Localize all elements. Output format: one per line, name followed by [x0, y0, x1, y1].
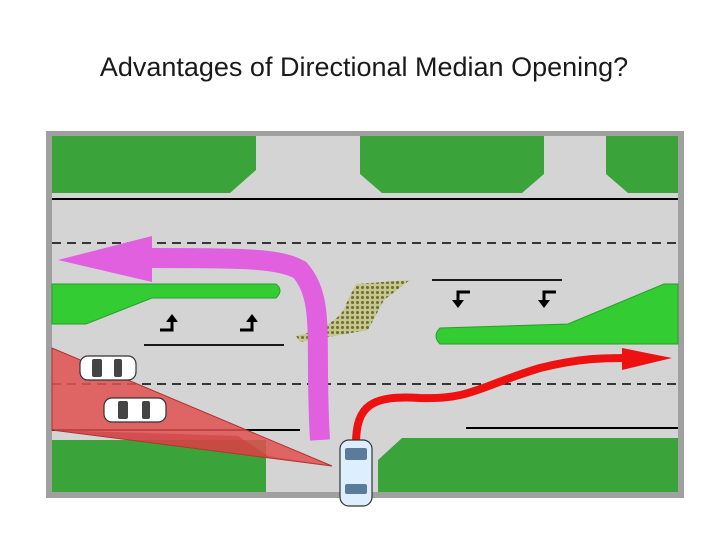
grass-top-right: [606, 136, 678, 193]
car-icon: [79, 355, 137, 381]
left-turn-path-arrowhead: [622, 348, 672, 370]
grass-top-middle: [360, 136, 544, 193]
left-turn-arrow-icon: [452, 290, 470, 308]
left-turn-arrow-icon: [160, 314, 178, 332]
grass-bottom-right: [378, 438, 678, 492]
grass-top-left: [52, 136, 256, 193]
through-path-arrowhead: [58, 236, 152, 282]
car-icon: [103, 397, 167, 423]
median-left: [51, 283, 281, 325]
through-path: [149, 248, 330, 441]
left-turn-arrow-icon: [538, 290, 556, 308]
median-right: [435, 283, 679, 345]
sight-triangle-shadow: [52, 430, 332, 466]
slide-title: Advantages of Directional Median Opening…: [99, 52, 629, 82]
left-turn-arrow-icon: [240, 314, 258, 332]
car-icon: [339, 439, 373, 507]
left-turn-path: [352, 354, 629, 445]
